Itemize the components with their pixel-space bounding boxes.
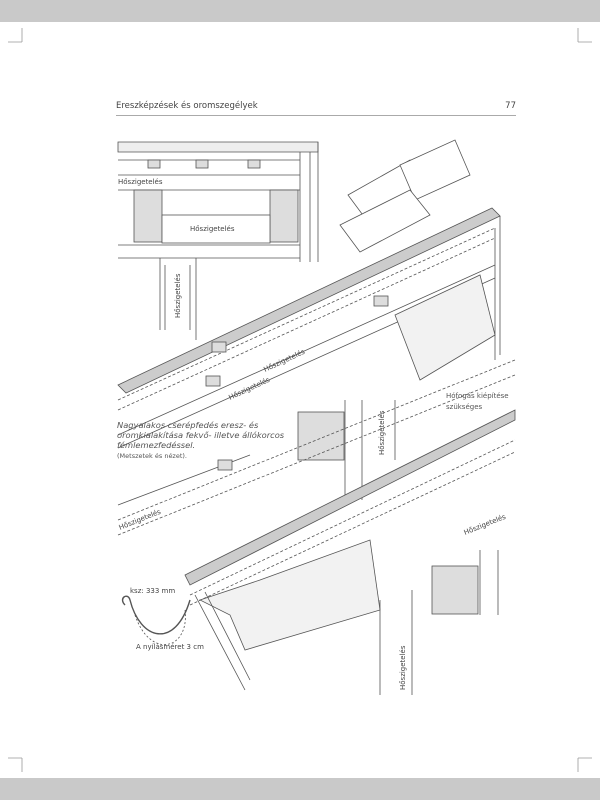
note-line-1: Hófogás kiépítése xyxy=(446,392,509,400)
insulation-label: Hőszigetelés xyxy=(262,347,306,374)
gutter-size-label: ksz: 333 mm xyxy=(130,587,176,595)
roof-section-lower: Hőszigetelés Hőszigetelés xyxy=(184,409,516,695)
roof-section-upper: Hőszigetelés Hőszigetelés xyxy=(117,207,501,449)
figure-caption: Nagyalakos cserépfedés eresz- és oromkia… xyxy=(117,420,307,461)
caption-main: Nagyalakos cserépfedés eresz- és oromkia… xyxy=(117,420,285,450)
snow-guard-note: Hófogás kiépítése szükséges xyxy=(446,391,509,413)
header-rule xyxy=(116,115,516,116)
insulation-label: Hőszigetelés xyxy=(117,507,162,532)
viewer-bottom-bar xyxy=(0,778,600,800)
viewer-top-bar xyxy=(0,0,600,22)
page-number: 77 xyxy=(505,101,516,111)
insulation-label: Hőszigetelés xyxy=(398,645,407,690)
eave-section-top-left: Hőszigetelés Hőszigetelés Hőszigetelés xyxy=(117,141,319,340)
insulation-label: Hőszigetelés xyxy=(227,375,271,402)
caption-sub: (Metszetek és nézet). xyxy=(117,452,187,460)
section-title: Ereszképzések és oromszegélyek xyxy=(116,101,258,111)
insulation-label: Hőszigetelés xyxy=(462,512,507,537)
crop-marks xyxy=(8,28,592,772)
note-line-2: szükséges xyxy=(446,403,483,411)
insulation-label: Hőszigetelés xyxy=(377,410,386,455)
insulation-label: Hőszigetelés xyxy=(190,224,235,233)
insulation-label: Hőszigetelés xyxy=(118,177,163,186)
running-header: Ereszképzések és oromszegélyek 77 xyxy=(116,101,516,111)
roof-tiles-view xyxy=(339,139,471,253)
gutter-opening-label: A nyílásméret 3 cm xyxy=(136,643,204,651)
gutter-drawing xyxy=(121,595,191,645)
insulation-label: Hőszigetelés xyxy=(173,273,182,318)
